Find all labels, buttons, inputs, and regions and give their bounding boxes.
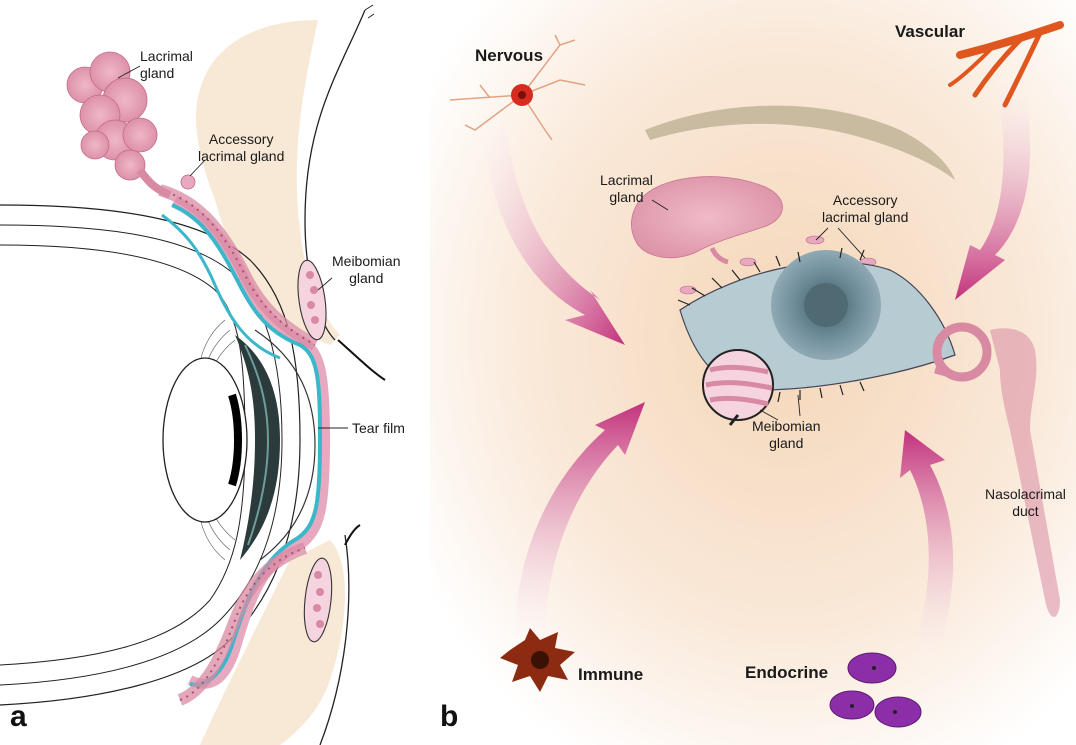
label-b-lacrimal-gland: Lacrimal gland bbox=[600, 172, 653, 206]
label-a-meibomian-gland: Meibomian gland bbox=[332, 253, 400, 287]
label-a-tear-film: Tear film bbox=[352, 420, 405, 437]
panel-b-letter: b bbox=[440, 700, 458, 734]
label-immune: Immune bbox=[578, 665, 643, 685]
label-b-accessory-lacrimal-gland: Accessory lacrimal gland bbox=[822, 192, 908, 226]
label-vascular: Vascular bbox=[895, 22, 965, 42]
label-a-lacrimal-gland: Lacrimal gland bbox=[140, 48, 193, 82]
label-b-nasolacrimal-duct: Nasolacrimal duct bbox=[985, 486, 1066, 520]
label-endocrine: Endocrine bbox=[745, 663, 828, 683]
label-nervous: Nervous bbox=[475, 46, 543, 66]
panel-b-illustration bbox=[430, 0, 1076, 745]
panel-a-illustration bbox=[0, 5, 385, 745]
label-a-accessory-lacrimal-gland: Accessory lacrimal gland bbox=[198, 131, 284, 165]
panel-a-letter: a bbox=[10, 700, 27, 734]
label-b-meibomian-gland: Meibomian gland bbox=[752, 418, 820, 452]
